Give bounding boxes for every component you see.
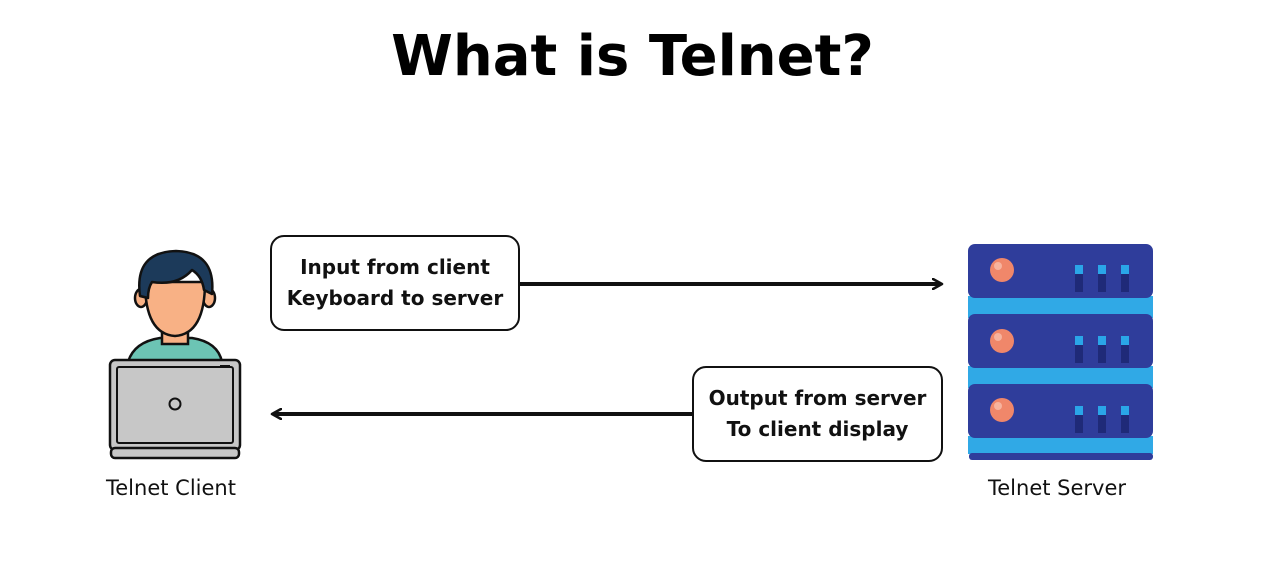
input-message-line1: Input from client (300, 255, 490, 279)
server-led (1121, 406, 1129, 415)
input-message-line2: Keyboard to server (286, 286, 504, 310)
server-led (1098, 265, 1106, 274)
server-power-button (990, 258, 1014, 282)
person-hair (138, 249, 214, 300)
server-stripe-2 (968, 366, 1153, 388)
page-title: What is Telnet? (391, 24, 874, 89)
output-message-line1: Output from server (708, 386, 927, 410)
output-message-line2: To client display (726, 417, 909, 441)
input-message-box: Input from client Keyboard to server (270, 235, 520, 331)
server-unit-3 (968, 384, 1153, 438)
server-base (969, 453, 1153, 460)
server-stripe-3 (968, 436, 1153, 454)
server-stripe-1 (968, 296, 1153, 318)
server-led (1121, 336, 1129, 345)
server-unit-2 (968, 314, 1153, 368)
server-led (1075, 265, 1083, 274)
client-label: Telnet Client (106, 476, 236, 500)
laptop-panel (116, 366, 234, 444)
server-led (1075, 336, 1083, 345)
server-label: Telnet Server (988, 476, 1127, 500)
laptop-lid (108, 358, 242, 452)
server-led (1098, 336, 1106, 345)
server-power-button (990, 329, 1014, 353)
laptop-logo (168, 397, 182, 411)
person-face (143, 280, 207, 338)
server-unit-1 (968, 244, 1153, 298)
laptop-base (109, 446, 241, 460)
output-message-box: Output from server To client display (692, 366, 943, 462)
server-power-button (990, 398, 1014, 422)
server-led (1075, 406, 1083, 415)
server-led (1098, 406, 1106, 415)
person-with-laptop-icon (108, 249, 242, 460)
server-rack-icon (968, 244, 1153, 460)
server-led (1121, 265, 1129, 274)
person-shirt (126, 336, 224, 364)
